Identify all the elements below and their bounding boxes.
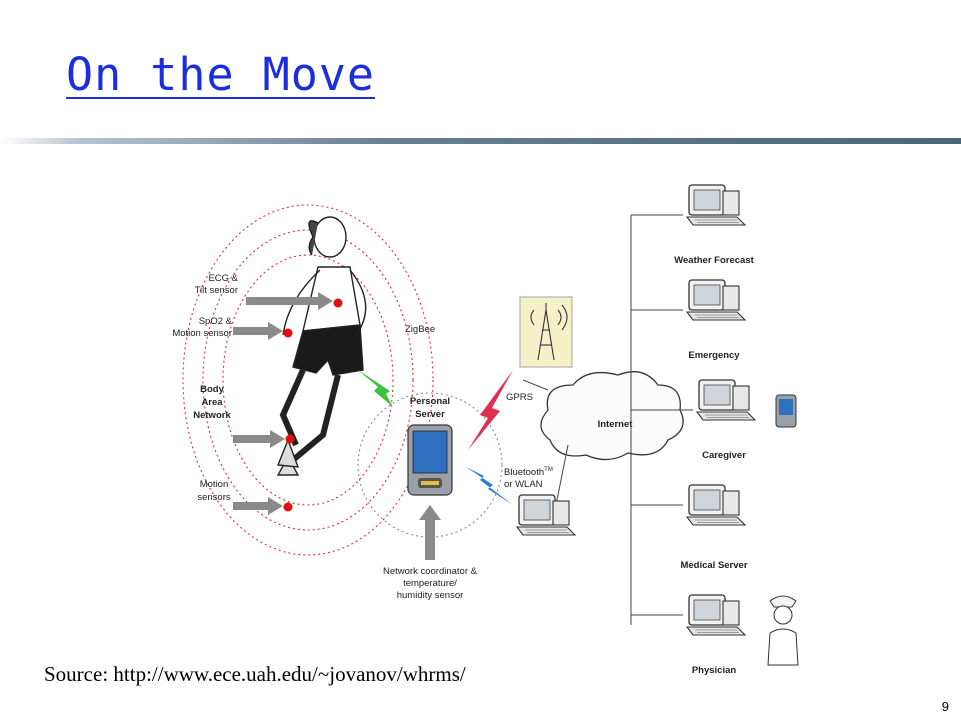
personal-server-label-1: Personal (410, 396, 450, 407)
cell-tower-icon (519, 296, 573, 368)
title-divider (0, 138, 961, 144)
coordinator-label-3: humidity sensor (397, 590, 464, 601)
motion-label-2: sensors (197, 492, 231, 503)
ecg-label-2: Tilt sensor (195, 285, 238, 296)
spo2-label-2: Motion sensor (172, 328, 232, 339)
endpoint-caregiver: Caregiver (702, 450, 746, 461)
source-citation: Source: http://www.ece.uah.edu/~jovanov/… (44, 662, 466, 686)
caregiver-pda-icon (775, 394, 797, 428)
network-trunk (630, 214, 693, 625)
caregiver-computer-icon (696, 379, 756, 421)
coordinator-label-1: Network coordinator & (383, 566, 478, 577)
internet-label: Internet (598, 419, 634, 430)
page-number: 9 (941, 699, 949, 714)
nurse-figure-icon (767, 595, 799, 666)
zigbee-link-icon (358, 370, 393, 407)
spo2-label-1: SpO2 & (199, 316, 233, 327)
coordinator-arrow (419, 505, 441, 560)
endpoint-weather-forecast: Weather Forecast (674, 255, 754, 266)
gprs-link-icon (468, 370, 513, 450)
personal-server-range (357, 392, 503, 538)
endpoint-physician: Physician (692, 665, 737, 676)
coordinator-label-2: temperature/ (403, 578, 457, 589)
ban-rings (182, 204, 434, 556)
sensor-arrows (233, 292, 333, 515)
physician-computer-icon (686, 594, 746, 636)
weather-forecast-computer-icon (686, 184, 746, 226)
slide-title: On the Move (66, 48, 376, 101)
pda-device-icon (407, 424, 453, 496)
ban-label-1: Body (200, 384, 224, 395)
ban-label-3: Network (193, 410, 231, 421)
motion-label-1: Motion (200, 479, 229, 490)
emergency-computer-icon (686, 279, 746, 321)
endpoint-medical-server: Medical Server (680, 560, 747, 571)
gprs-label: GPRS (506, 392, 533, 403)
body-area-network-diagram: ECG & Tilt sensor SpO2 & Motion sensor B… (128, 175, 828, 680)
bluetooth-label-1: BluetoothTM (504, 467, 553, 478)
medical-server-computer-icon (686, 484, 746, 526)
zigbee-label: ZigBee (405, 324, 435, 335)
ecg-label-1: ECG & (208, 273, 238, 284)
sensor-dots (283, 298, 343, 512)
bluetooth-link-icon (466, 467, 513, 505)
ban-label-2: Area (201, 397, 223, 408)
bluetooth-label-2: or WLAN (504, 479, 543, 490)
local-pc-icon (516, 494, 576, 536)
internet-cloud-icon (540, 371, 684, 461)
personal-server-label-2: Server (415, 409, 445, 420)
endpoint-emergency: Emergency (688, 350, 740, 361)
